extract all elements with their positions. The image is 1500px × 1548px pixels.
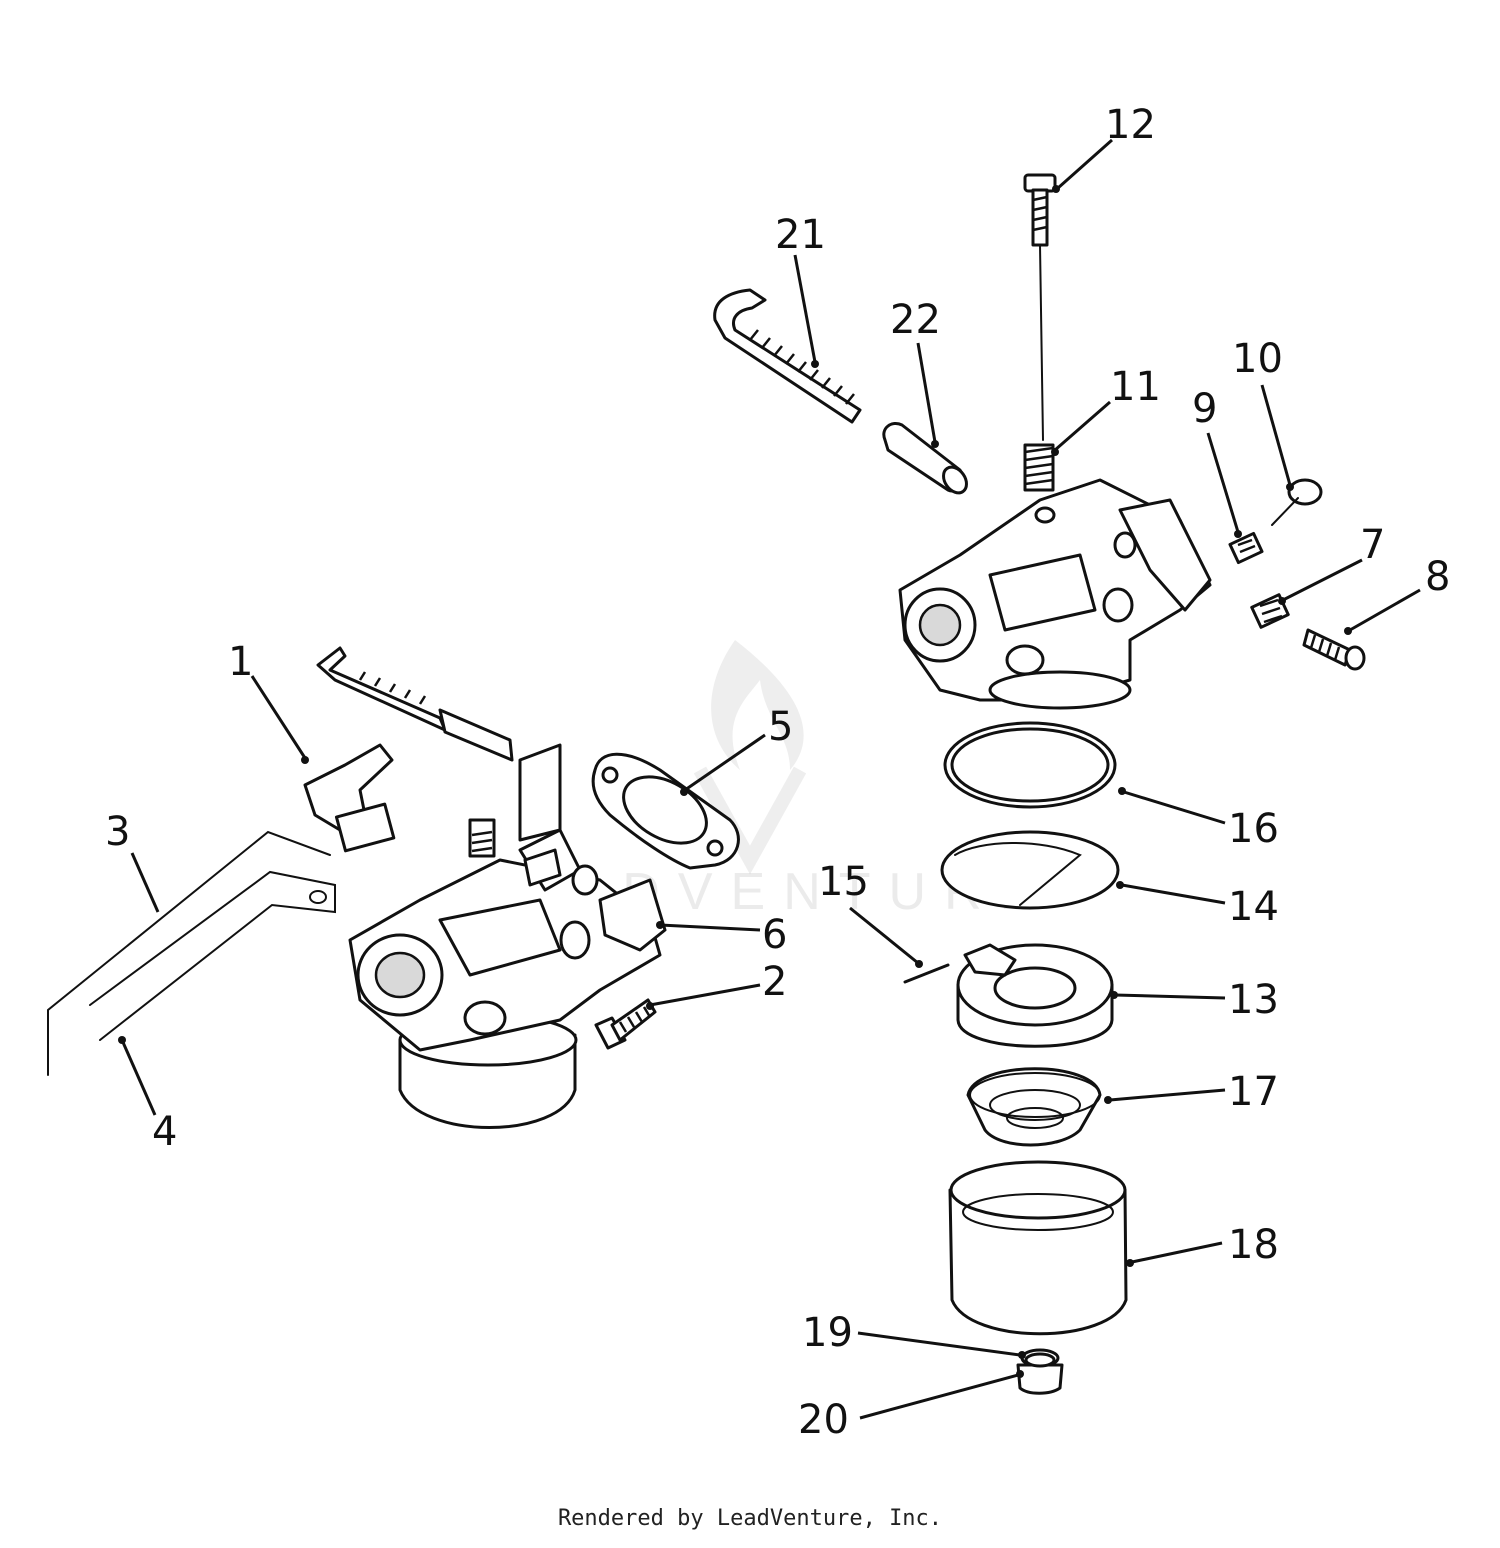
part-13-float xyxy=(956,943,1114,1048)
callout-8: 8 xyxy=(1425,554,1450,600)
part-3-bracket xyxy=(47,830,336,1076)
callout-7: 7 xyxy=(1360,522,1385,568)
callout-1: 1 xyxy=(228,639,253,685)
callout-4: 4 xyxy=(152,1109,177,1155)
part-20-drain-plug xyxy=(1016,1352,1064,1395)
part-12-needle-screw xyxy=(1023,173,1057,441)
rendered-by-credit: Rendered by LeadVenture, Inc. xyxy=(557,1506,943,1531)
part-2-screw xyxy=(594,998,657,1050)
part-choke-rod-left xyxy=(316,646,514,762)
leader-lines xyxy=(118,138,1421,1420)
part-21-choke-rod xyxy=(713,288,862,424)
part-carburetor-body-right xyxy=(898,478,1212,710)
part-16-o-ring xyxy=(943,721,1117,809)
part-11-spring xyxy=(1023,443,1055,492)
callout-14: 14 xyxy=(1228,884,1279,930)
callout-10: 10 xyxy=(1232,336,1283,382)
part-8-screw xyxy=(1302,628,1366,671)
callout-15: 15 xyxy=(818,859,869,905)
callout-11: 11 xyxy=(1110,364,1161,410)
callout-19: 19 xyxy=(802,1310,853,1356)
part-1-elbow-fitting xyxy=(303,743,396,853)
part-14-diaphragm xyxy=(940,830,1120,910)
callout-labels: 1 2 3 4 5 6 7 8 9 10 11 12 13 14 15 16 1… xyxy=(105,102,1450,1443)
part-9-spring xyxy=(1228,531,1264,565)
part-17-seat xyxy=(966,1067,1102,1147)
callout-16: 16 xyxy=(1228,806,1279,852)
callout-13: 13 xyxy=(1228,977,1279,1023)
callout-20: 20 xyxy=(798,1397,849,1443)
part-22-sleeve xyxy=(882,422,968,495)
part-15-pin xyxy=(903,963,950,984)
callout-9: 9 xyxy=(1192,386,1217,432)
part-carburetor-body-left xyxy=(348,743,667,1129)
callout-2: 2 xyxy=(762,959,787,1005)
part-18-bowl xyxy=(948,1160,1128,1336)
callout-21: 21 xyxy=(775,212,826,258)
callout-5: 5 xyxy=(768,704,793,750)
callout-22: 22 xyxy=(890,297,941,343)
watermark-logo-icon xyxy=(693,640,807,875)
callout-18: 18 xyxy=(1228,1222,1279,1268)
callout-12: 12 xyxy=(1105,102,1156,148)
part-5-gasket xyxy=(591,752,740,870)
part-10-screw xyxy=(1271,478,1323,526)
callout-3: 3 xyxy=(105,809,130,855)
callout-6: 6 xyxy=(762,912,787,958)
callout-17: 17 xyxy=(1228,1069,1279,1115)
